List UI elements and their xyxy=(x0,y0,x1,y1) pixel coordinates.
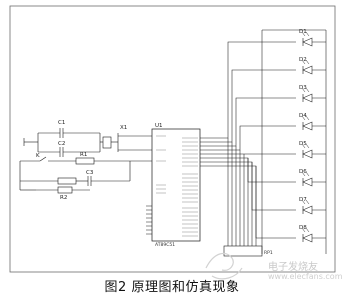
led-label: D3 xyxy=(299,85,307,91)
led-label: D5 xyxy=(299,141,307,147)
label-x1: X1 xyxy=(120,125,127,131)
led-diode-icon xyxy=(302,37,313,47)
watermark-url: www.elecfans.com xyxy=(268,272,343,281)
oscillator-circuit xyxy=(19,128,152,194)
label-r1: R1 xyxy=(80,152,87,158)
led-2: D2 xyxy=(262,57,326,75)
led-label: D1 xyxy=(299,29,307,35)
led-emission-icon xyxy=(301,143,310,149)
resistor-pack: RP1 xyxy=(223,245,273,257)
led-label: D2 xyxy=(299,57,307,63)
led-diode-icon xyxy=(302,65,313,75)
led-column xyxy=(261,29,327,254)
label-c3: C3 xyxy=(86,170,94,176)
mcu-chip: U1 AT89C51 xyxy=(146,123,201,248)
led-diode-icon xyxy=(302,149,313,159)
led-emission-icon xyxy=(301,115,310,121)
led-label: D4 xyxy=(299,113,307,119)
led-emission-icon xyxy=(301,59,310,65)
label-u1: U1 xyxy=(155,123,163,129)
led-emission-icon xyxy=(301,87,310,93)
label-rp1: RP1 xyxy=(264,250,273,256)
left-component-labels: C1 C2 X1 R1 K C3 R2 xyxy=(36,120,127,201)
led-1: D1 xyxy=(262,29,326,47)
led-diode-icon xyxy=(302,177,313,187)
led-emission-icon xyxy=(301,227,310,233)
led-label: D7 xyxy=(299,197,307,203)
led-label: D8 xyxy=(299,225,307,231)
led-diode-icon xyxy=(302,233,313,243)
led-label: D6 xyxy=(299,169,307,175)
label-c2: C2 xyxy=(58,141,65,147)
led-diode-icon xyxy=(302,121,313,131)
led-6: D6 xyxy=(262,169,326,187)
label-c1: C1 xyxy=(58,120,65,126)
led-emission-icon xyxy=(301,171,310,177)
watermark-text: 电子发烧友 xyxy=(268,262,318,273)
figure-caption: 图2 原理图和仿真现象 xyxy=(104,280,240,295)
led-diode-icon xyxy=(302,205,313,215)
led-4: D4 xyxy=(262,113,326,131)
port-bus xyxy=(200,41,262,246)
led-7: D7 xyxy=(262,197,326,215)
led-8: D8 xyxy=(262,225,326,243)
led-emission-icon xyxy=(301,31,310,37)
label-r2: R2 xyxy=(60,195,67,201)
label-mcu-part: AT89C51 xyxy=(155,242,175,248)
label-k: K xyxy=(36,153,40,159)
watermark-logo xyxy=(205,252,243,280)
led-5: D5 xyxy=(262,141,326,159)
schematic-frame xyxy=(9,5,336,273)
led-3: D3 xyxy=(262,85,326,103)
led-emission-icon xyxy=(301,199,310,205)
led-diode-icon xyxy=(302,93,313,103)
